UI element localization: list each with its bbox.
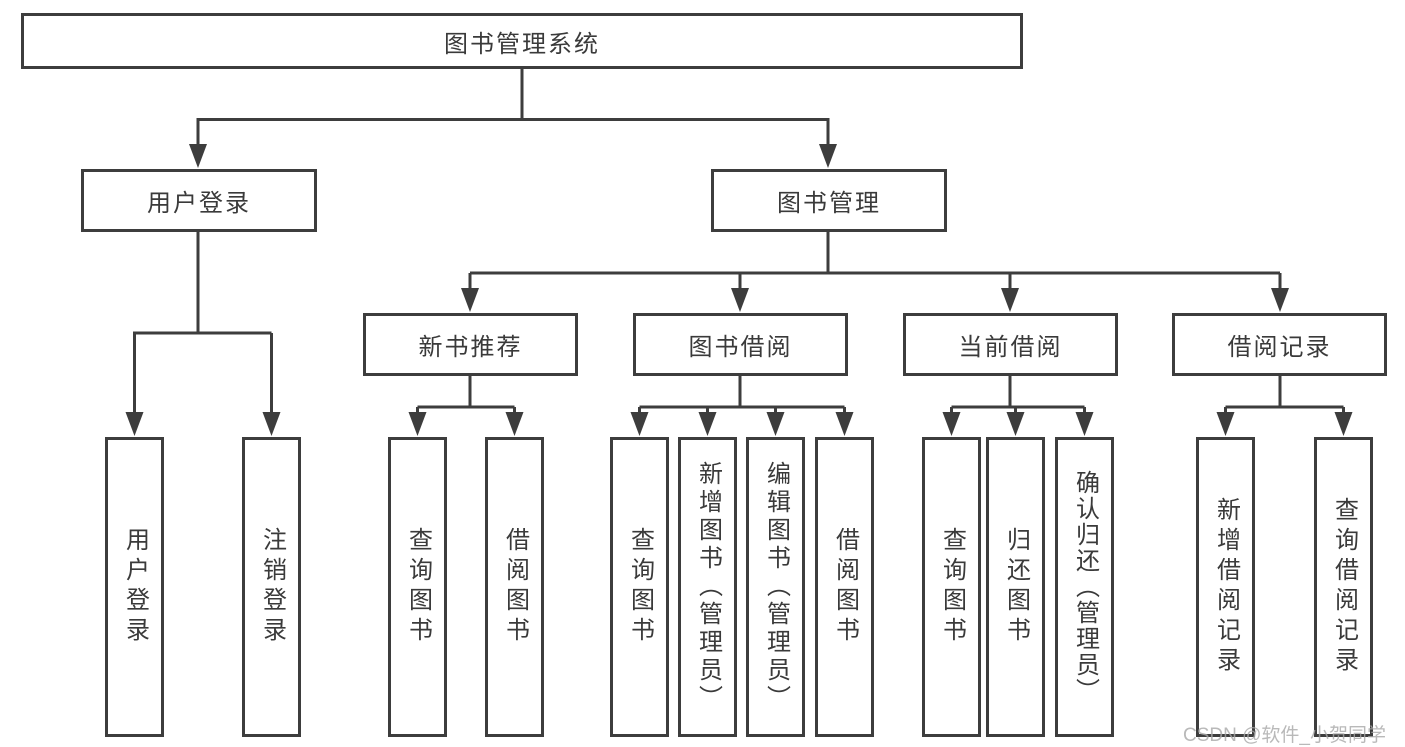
arrowhead <box>731 288 749 312</box>
node-borrow-records: 借阅记录 <box>1172 313 1387 376</box>
leaf-query-book-2: 查询图书 <box>610 437 669 737</box>
leaf-query-book-1: 查询图书 <box>388 437 447 737</box>
leaf-add-book-admin: 新增图书（管理员） <box>678 437 737 737</box>
leaf-borrow-book-1: 借阅图书 <box>485 437 544 737</box>
node-user-login: 用户登录 <box>81 169 317 232</box>
arrowhead <box>1075 412 1094 436</box>
arrowhead <box>189 144 207 168</box>
arrowhead <box>766 412 785 436</box>
leaf-return-book: 归还图书 <box>986 437 1045 737</box>
arrowhead <box>505 412 524 436</box>
arrowhead <box>461 288 479 312</box>
arrowhead <box>1271 288 1289 312</box>
node-current-borrow: 当前借阅 <box>903 313 1118 376</box>
arrowhead <box>1001 288 1019 312</box>
arrowhead <box>819 144 837 168</box>
leaf-query-borrow-record: 查询借阅记录 <box>1314 437 1373 737</box>
arrowhead <box>262 412 281 436</box>
arrowhead <box>630 412 649 436</box>
node-root: 图书管理系统 <box>21 13 1023 69</box>
arrowhead <box>408 412 427 436</box>
leaf-add-borrow-record: 新增借阅记录 <box>1196 437 1255 737</box>
arrowhead <box>698 412 717 436</box>
node-book-borrow: 图书借阅 <box>633 313 848 376</box>
watermark: CSDN @软件_小贺同学 <box>1183 725 1386 746</box>
leaf-logout: 注销登录 <box>242 437 301 737</box>
arrowhead <box>1334 412 1353 436</box>
arrowhead <box>835 412 854 436</box>
node-book-manage: 图书管理 <box>711 169 947 232</box>
leaf-borrow-book-2: 借阅图书 <box>815 437 874 737</box>
leaf-edit-book-admin: 编辑图书（管理员） <box>746 437 805 737</box>
leaf-confirm-return-admin: 确认归还（管理员） <box>1055 437 1114 737</box>
leaf-user-login: 用户登录 <box>105 437 164 737</box>
node-new-book-recommend: 新书推荐 <box>363 313 578 376</box>
leaf-query-book-3: 查询图书 <box>922 437 981 737</box>
arrowhead <box>1006 412 1025 436</box>
arrowhead <box>942 412 961 436</box>
arrowhead <box>125 412 144 436</box>
arrowhead <box>1216 412 1235 436</box>
